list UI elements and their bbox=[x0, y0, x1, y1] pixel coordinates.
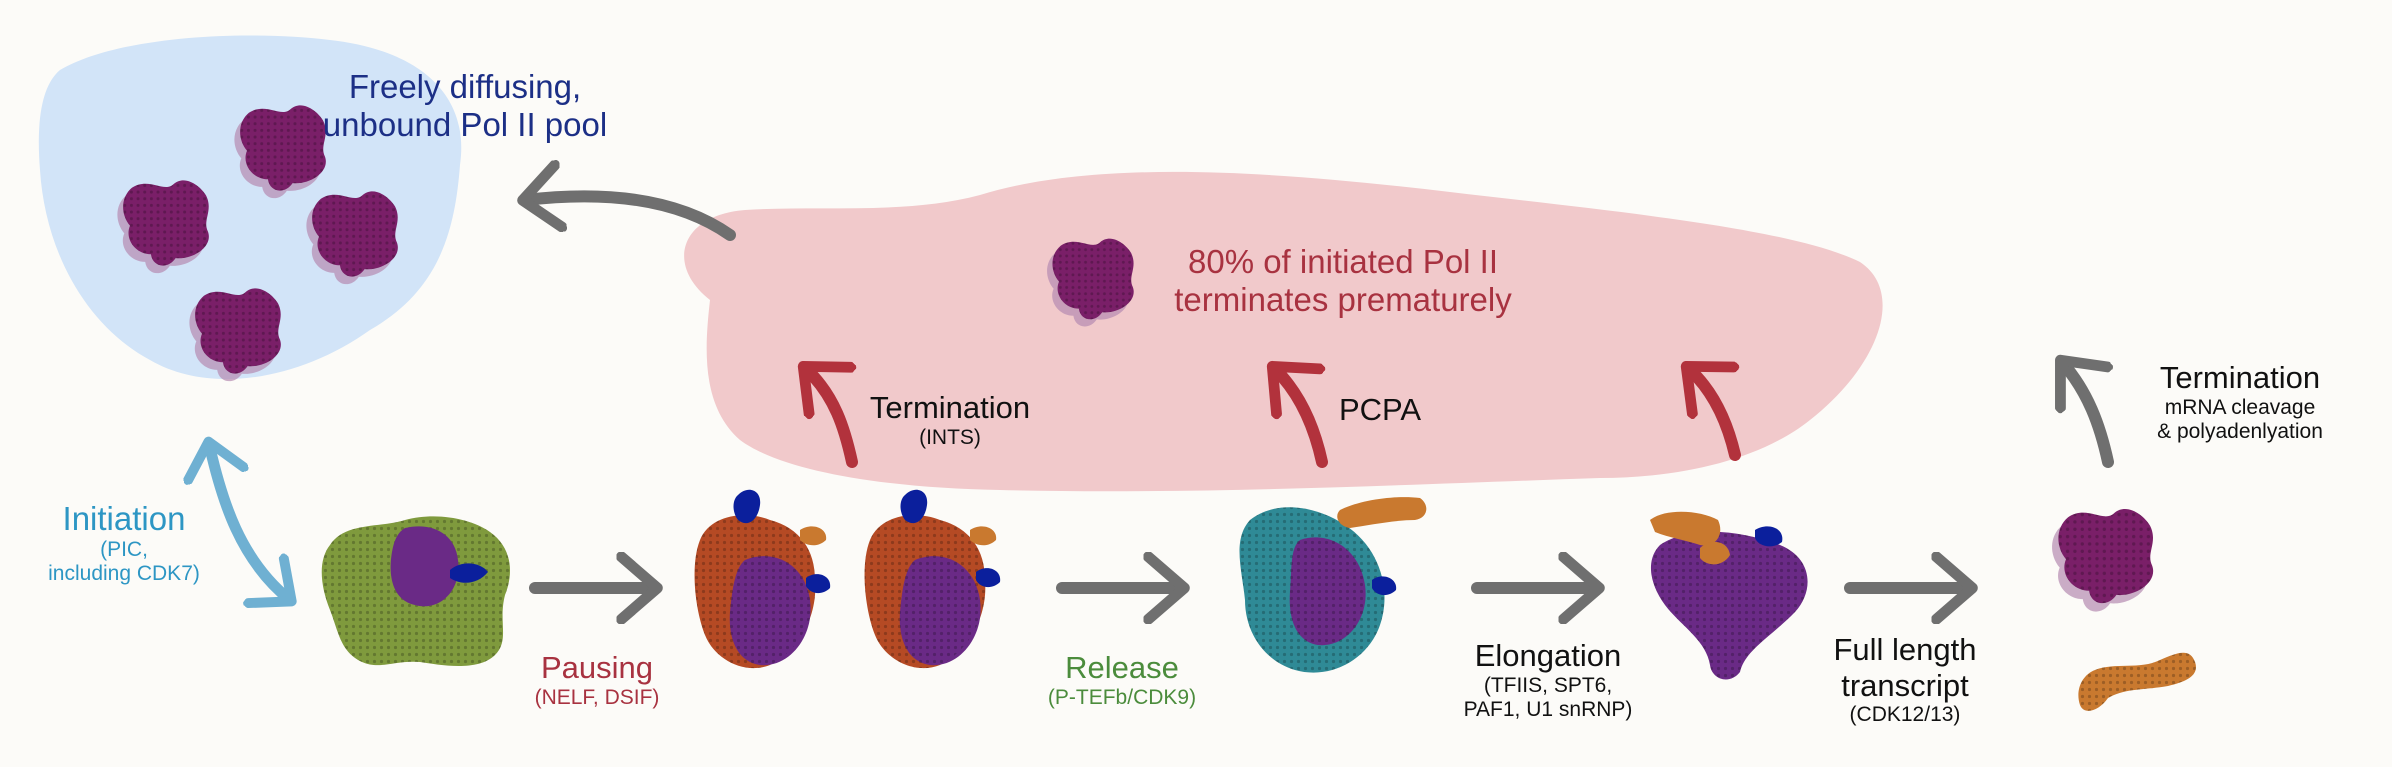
return-to-pool-arrow bbox=[525, 196, 736, 241]
final-termination-title: Termination bbox=[2159, 360, 2321, 395]
elongating-complex bbox=[1650, 511, 1808, 680]
premature-line2: terminates prematurely bbox=[1174, 280, 1512, 318]
final-termination-sub1: mRNA cleavage bbox=[2164, 395, 2316, 419]
pool-title-line2: unbound Pol II pool bbox=[322, 105, 608, 143]
elongation-sub2: PAF1, U1 snRNP) bbox=[1463, 697, 1633, 721]
pausing-title: Pausing bbox=[540, 650, 654, 685]
initiation-sub2: including CDK7) bbox=[48, 562, 200, 586]
paused-complex-2 bbox=[864, 489, 1001, 669]
pool-title-line1: Freely diffusing, bbox=[348, 68, 582, 105]
premature-termination-arrow-elongation bbox=[1688, 368, 1741, 461]
final-termination-sub2: & polyadenlyation bbox=[2157, 419, 2323, 443]
elongation-title: Elongation bbox=[1474, 638, 1622, 673]
pic-complex bbox=[321, 516, 510, 666]
full-length-sub: (CDK12/13) bbox=[1849, 703, 1961, 727]
final-termination-arrow bbox=[2062, 362, 2114, 468]
initiation-sub1: (PIC, bbox=[100, 537, 148, 561]
release-sub: (P-TEFb/CDK9) bbox=[1047, 685, 1197, 709]
pcpa-title: PCPA bbox=[1338, 392, 1422, 427]
premature-line1: 80% of initiated Pol II bbox=[1187, 243, 1499, 280]
full-length-title2: transcript bbox=[1841, 667, 1969, 703]
pol2-released bbox=[2052, 509, 2154, 612]
termination-ints-title: Termination bbox=[869, 390, 1031, 425]
premature-termination-arrow-ints bbox=[805, 368, 858, 468]
premature-termination-arrow-pcpa bbox=[1274, 368, 1328, 468]
unbound-pool-region bbox=[38, 35, 462, 380]
released-complex bbox=[1239, 497, 1427, 673]
release-title: Release bbox=[1065, 650, 1179, 685]
pausing-sub: (NELF, DSIF) bbox=[534, 685, 660, 709]
full-length-title1: Full length bbox=[1833, 632, 1977, 667]
initiation-title: Initiation bbox=[62, 500, 186, 537]
initiation-arrow bbox=[210, 448, 290, 600]
premature-termination-region bbox=[684, 171, 1883, 492]
elongation-sub1: (TFIIS, SPT6, bbox=[1483, 673, 1613, 697]
paused-complex-1 bbox=[694, 489, 831, 669]
termination-ints-sub: (INTS) bbox=[919, 425, 981, 449]
